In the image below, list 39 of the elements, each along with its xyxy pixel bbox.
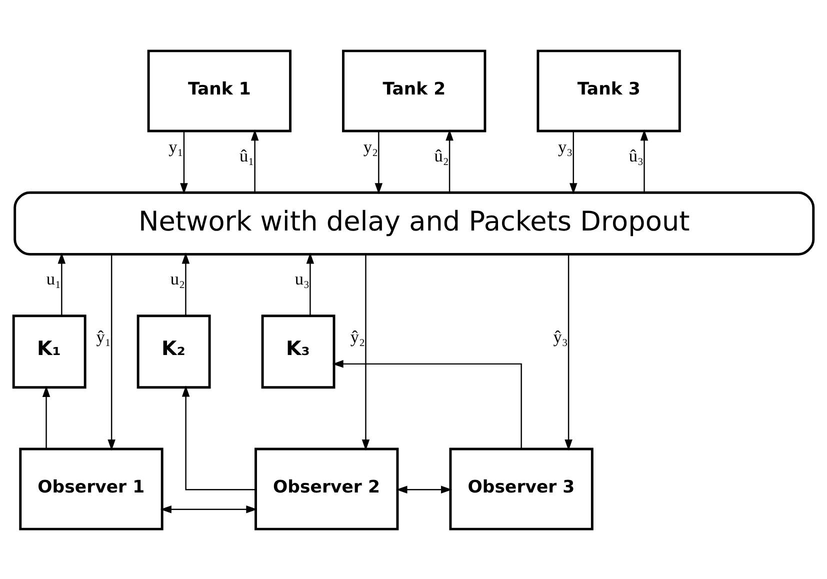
arrow	[564, 254, 572, 450]
edge-label: ŷ₂	[350, 327, 366, 346]
node-box: K₂	[136, 314, 211, 388]
arrow	[396, 485, 452, 494]
edge-label: u₂	[170, 269, 186, 288]
edge-label: û₂	[434, 146, 449, 166]
arrow	[250, 129, 259, 192]
arrow	[108, 254, 116, 450]
edge-label: û₃	[628, 146, 644, 166]
edge-label: u₃	[294, 269, 310, 288]
node-box: Tank 2	[342, 49, 486, 132]
node-box: K₃	[261, 314, 336, 388]
edge-label: û₁	[240, 146, 254, 166]
edge-label: ŷ₃	[553, 327, 568, 346]
node-box: Observer 2	[254, 447, 399, 530]
arrow	[446, 129, 454, 192]
node-box: K₁	[12, 314, 86, 388]
arrow	[42, 385, 50, 448]
node-box: Observer 1	[19, 447, 164, 530]
arrow	[58, 252, 66, 316]
arrow	[182, 385, 256, 490]
arrow	[306, 252, 314, 316]
arrow	[640, 129, 648, 192]
arrow	[160, 504, 258, 513]
edge-label: y₂	[363, 137, 378, 156]
arrow	[180, 130, 188, 194]
node-box: Tank 3	[536, 49, 681, 132]
arrow	[374, 130, 383, 194]
node-box: Tank 1	[147, 49, 292, 132]
edge-label: u₁	[46, 269, 61, 288]
edge-label: y₃	[558, 137, 573, 156]
edge-label: y₁	[168, 137, 184, 156]
arrow	[570, 130, 578, 194]
arrow	[182, 252, 190, 316]
arrow	[332, 360, 522, 448]
node-box: Observer 3	[449, 447, 594, 530]
edge-label: ŷ₁	[96, 327, 111, 346]
node-box: Network with delay and Packets Dropout	[14, 190, 815, 255]
arrow	[362, 254, 370, 450]
